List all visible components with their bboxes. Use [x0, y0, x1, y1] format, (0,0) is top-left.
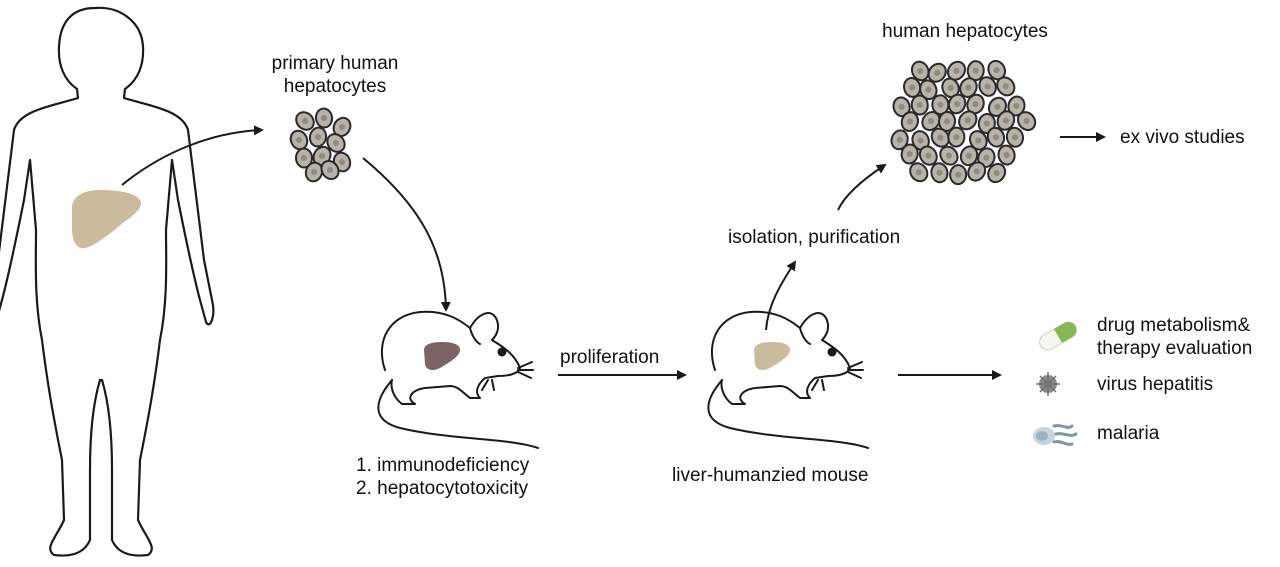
application-drug-line2: therapy evaluation: [1097, 338, 1253, 359]
human-hepatocytes-label: human hepatocytes: [882, 21, 1048, 42]
hepatocyte-cell: [320, 159, 340, 181]
hepatocyte-cell: [947, 93, 967, 115]
hepatocyte-cell: [987, 162, 1007, 184]
application-drug-line1: drug metabolism&: [1097, 315, 1251, 336]
hepatocyte-cell: [966, 60, 985, 82]
hepatocyte-cell: [959, 145, 979, 167]
primary-hepatocytes-label-line1: primary human: [271, 53, 399, 74]
humanized-liver-icon: [754, 342, 790, 371]
hepatocyte-cell: [295, 111, 315, 131]
hepatocyte-cell: [930, 127, 950, 148]
hepatocyte-cell: [986, 126, 1006, 148]
mouse-requirements-label: 1. immunodeficiency 2. hepatocytotoxicit…: [356, 454, 529, 500]
requirement-hepatocytotoxicity: 2. hepatocytotoxicity: [356, 478, 529, 499]
application-drug-metabolism: drug metabolism& therapy evaluation: [1097, 314, 1252, 360]
hepatocyte-cell: [294, 147, 314, 169]
primary-hepatocytes-label: primary human hepatocytes: [250, 52, 420, 98]
hepatocyte-cell: [987, 59, 1007, 81]
malaria-parasite-icon: [1033, 424, 1078, 446]
hepatocyte-cell: [967, 161, 987, 182]
arrow-to-immunodeficient-mouse: [362, 157, 451, 312]
arrow-to-human-hepatocytes: [837, 163, 887, 211]
hepatocyte-cell: [1005, 126, 1025, 148]
hepatocyte-cell: [947, 126, 966, 148]
hepatocyte-cell: [927, 62, 947, 83]
hepatocyte-cell: [314, 107, 334, 129]
ex-vivo-studies-label: ex vivo studies: [1120, 127, 1245, 148]
immunodeficient-mouse: [377, 310, 539, 449]
hepatocyte-cell: [900, 143, 919, 165]
requirement-immunodeficiency: 1. immunodeficiency: [356, 455, 530, 476]
diseased-liver-icon: [424, 342, 460, 371]
hepatocyte-cell: [919, 79, 938, 101]
hepatocyte-cell: [289, 129, 309, 151]
hepatocyte-cell: [1016, 111, 1037, 132]
hepatocyte-cell: [892, 96, 911, 118]
hepatocyte-cell: [958, 110, 978, 131]
hepatocyte-cell: [930, 162, 949, 184]
human-body-figure: [0, 6, 215, 557]
application-virus-hepatitis: virus hepatitis: [1097, 374, 1214, 395]
hepatocyte-cell: [909, 162, 929, 183]
hepatocyte-cell: [918, 145, 938, 166]
human-liver-icon: [72, 190, 142, 249]
hepatocyte-cell: [939, 145, 959, 166]
humanized-mouse-label: liver-humanzied mouse: [672, 465, 869, 486]
hepatocyte-cell: [959, 77, 978, 98]
hepatocyte-cell: [911, 130, 930, 151]
hepatocyte-cell: [890, 129, 909, 151]
hepatocyte-cell: [900, 111, 919, 132]
proliferation-label: proliferation: [560, 347, 660, 368]
human-hepatocyte-cluster: [890, 59, 1037, 186]
liver-humanized-mouse: [707, 310, 869, 449]
arrow-to-primary-hepatocytes: [121, 125, 264, 186]
application-malaria: malaria: [1097, 423, 1160, 444]
primary-hepatocyte-cluster: [289, 107, 352, 183]
hepatocyte-cell: [978, 76, 997, 97]
hepatocyte-cell: [1007, 95, 1026, 117]
virus-icon: [1036, 372, 1060, 396]
hepatocyte-cell: [910, 94, 929, 116]
hepatocyte-cell: [304, 161, 324, 183]
primary-hepatocytes-label-line2: hepatocytes: [283, 76, 387, 97]
capsule-icon: [1039, 321, 1077, 351]
hepatocyte-cell: [996, 76, 1016, 97]
arrow-isolation: [765, 260, 797, 331]
hepatocyte-cell: [921, 111, 941, 132]
hepatocyte-cell: [308, 126, 328, 148]
hepatocyte-cell: [949, 164, 968, 186]
isolation-purification-label: isolation, purification: [728, 227, 901, 248]
hepatocyte-cell: [996, 110, 1016, 131]
hepatocyte-cell: [910, 60, 930, 82]
hepatocyte-cell: [326, 133, 346, 153]
hepatocyte-cell: [997, 144, 1016, 166]
